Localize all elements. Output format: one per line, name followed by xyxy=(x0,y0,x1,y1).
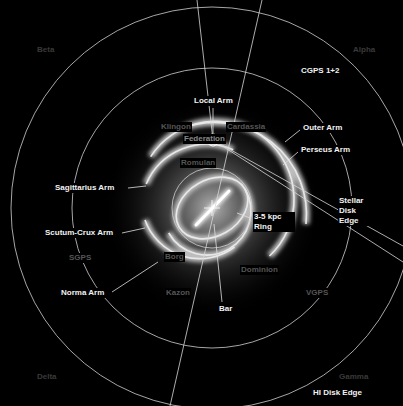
survey-circles xyxy=(11,7,403,406)
map-label: Stellar Disk Edge xyxy=(338,196,378,226)
leader-lines xyxy=(112,108,300,302)
map-label: Beta xyxy=(36,45,55,55)
map-label: HI Disk Edge xyxy=(312,388,363,398)
map-label: Norma Arm xyxy=(60,288,105,298)
map-label: Bar xyxy=(218,304,233,314)
map-label: Alpha xyxy=(352,45,376,55)
map-label: Romulan xyxy=(180,158,216,168)
map-label: Gamma xyxy=(338,372,369,382)
spiral-arms xyxy=(145,121,306,258)
map-label: Kazon xyxy=(165,288,191,298)
map-label: Dominion xyxy=(240,265,279,275)
map-label: Borg xyxy=(164,252,185,262)
map-label: Perseus Arm xyxy=(300,145,351,155)
map-label: Local Arm xyxy=(193,96,234,106)
map-label: Sagittarius Arm xyxy=(54,183,115,193)
spiral-arms-glow xyxy=(145,121,306,258)
map-label: 3-5 kpc Ring xyxy=(253,212,295,232)
map-label: Cardassia xyxy=(226,122,266,132)
map-label: VGPS xyxy=(305,288,329,298)
map-label: Federation xyxy=(183,134,226,144)
map-label: CGPS 1+2 xyxy=(300,66,340,76)
map-label: Outer Arm xyxy=(302,123,343,133)
sightlines xyxy=(170,0,403,406)
map-label: SGPS xyxy=(68,253,92,263)
center-cross xyxy=(204,200,220,216)
map-label: Delta xyxy=(36,372,58,382)
map-label: Klingon xyxy=(160,122,192,132)
map-label: Scutum-Crux Arm xyxy=(44,228,114,238)
